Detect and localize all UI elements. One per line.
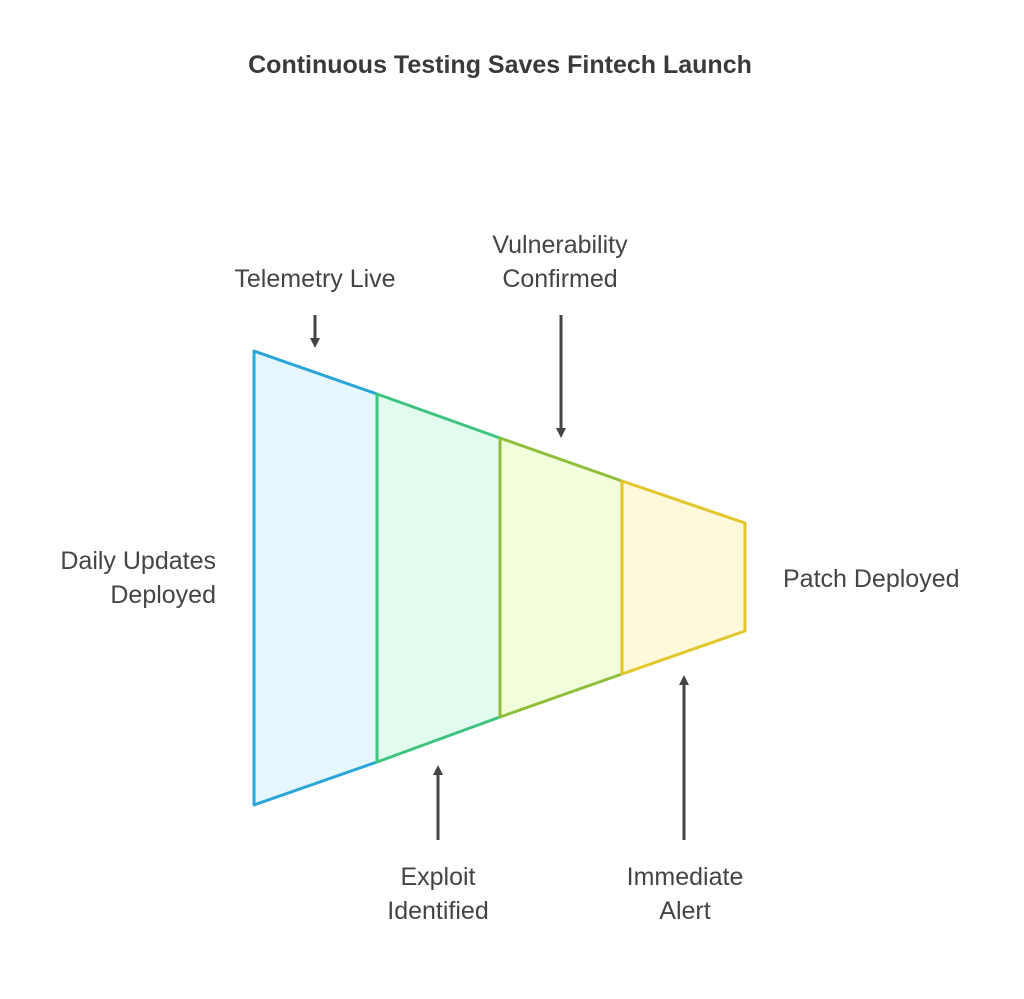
label-immediate-alert: Immediate Alert <box>560 860 810 928</box>
label-daily-updates-deployed: Daily Updates Deployed <box>10 544 216 612</box>
funnel-segment-4 <box>620 479 747 676</box>
funnel-segment-3 <box>498 436 624 719</box>
label-vulnerability-line-1: Vulnerability <box>492 231 628 259</box>
label-alert-line-2: Alert <box>659 897 711 925</box>
label-vulnerability-confirmed: Vulnerability Confirmed <box>440 228 680 296</box>
label-alert-line-1: Immediate <box>626 863 744 891</box>
label-exploit-identified: Exploit Identified <box>318 860 558 928</box>
label-daily-line-2: Deployed <box>110 581 216 609</box>
label-telemetry-line-1: Telemetry Live <box>234 265 396 293</box>
funnel-segment-2 <box>375 392 502 764</box>
label-vulnerability-line-2: Confirmed <box>502 265 618 293</box>
label-patch-deployed: Patch Deployed <box>783 562 1013 596</box>
label-exploit-line-1: Exploit <box>400 863 476 891</box>
diagram-title: Continuous Testing Saves Fintech Launch <box>248 51 752 79</box>
label-telemetry-live: Telemetry Live <box>200 262 430 296</box>
label-exploit-line-2: Identified <box>387 897 489 925</box>
label-daily-line-1: Daily Updates <box>60 547 216 575</box>
funnel-segment-1 <box>252 349 379 807</box>
label-patch-line-1: Patch Deployed <box>783 565 960 593</box>
